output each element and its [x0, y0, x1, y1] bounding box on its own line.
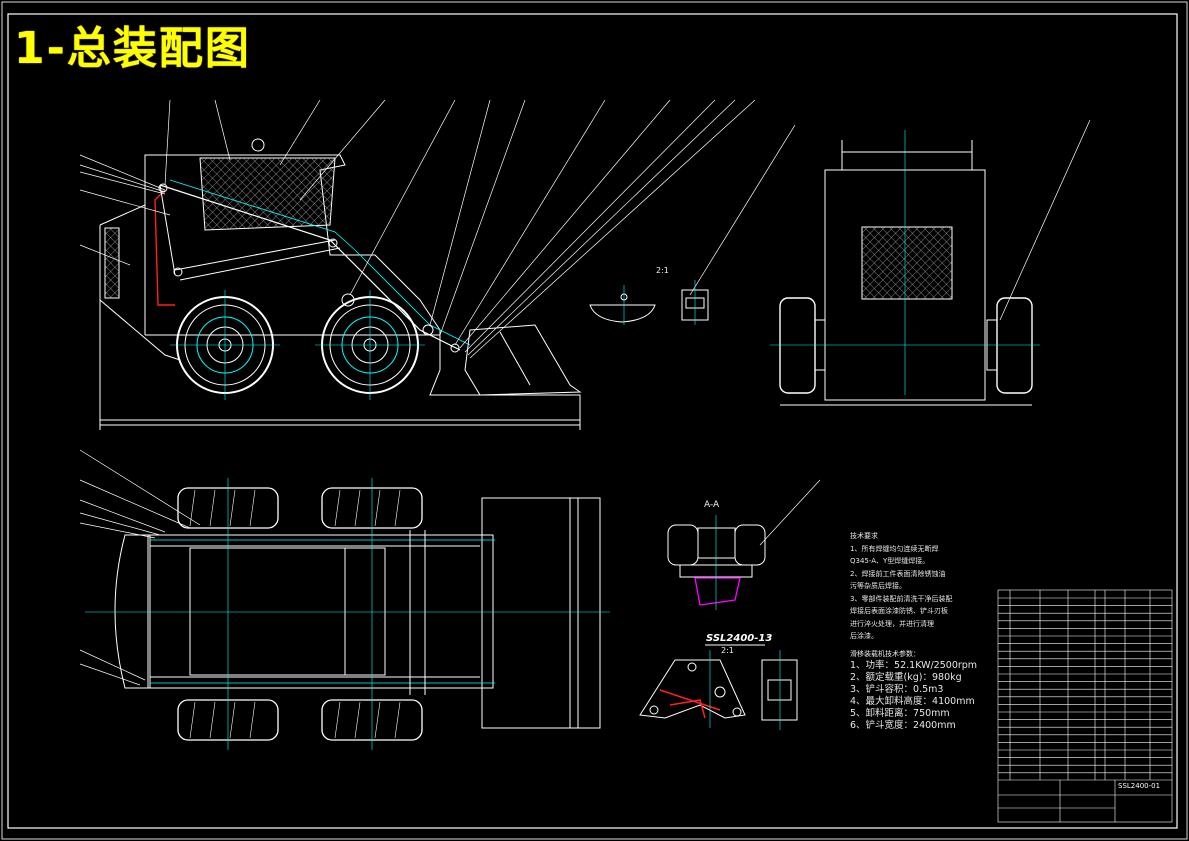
specs-heading: 滑移装载机技术参数： [850, 650, 920, 658]
note-line: 进行淬火处理，并进行清理 [850, 619, 934, 628]
scale-label: 2:1 [721, 646, 734, 655]
drawing-number: SSL2400-01 [1118, 782, 1161, 790]
inner-frame [7, 13, 1178, 829]
section-label: A-A [704, 500, 720, 510]
cab-grille [199, 157, 336, 231]
spec-line: 2、额定载重(kg)：980kg [850, 672, 962, 683]
part-number-label: SSL2400-13 [706, 633, 773, 644]
note-line: 2、焊接前工件表面清除锈蚀油 [850, 569, 946, 578]
technical-notes: 技术要求 1、所有焊缝均匀连续无断焊 Q345-A、Y型焊缝焊接。 2、焊接前工… [850, 530, 990, 643]
part-detail [639, 644, 798, 730]
spec-line: 3、铲斗容积：0.5m3 [850, 684, 944, 695]
note-line: Q345-A、Y型焊缝焊接。 [850, 557, 930, 565]
note-line: 1、所有焊缝均匀连续无断焊 [850, 544, 939, 553]
front-view [770, 119, 1091, 406]
notes-heading: 技术要求 [850, 532, 878, 540]
top-view [79, 449, 610, 750]
spec-line: 1、功率：52.1KW/2500rpm [850, 660, 978, 671]
scale-label: 2:1 [656, 266, 669, 275]
note-line: 后涂漆。 [850, 632, 878, 640]
side-view [79, 99, 796, 430]
note-line: 污等杂质后焊接。 [850, 582, 906, 590]
page-title: 1-总装配图 [14, 23, 251, 74]
note-line: 3、零部件装配前清洗干净后装配 [850, 594, 953, 603]
note-line: 焊接后表面涂漆防锈、铲斗刃板 [850, 607, 948, 615]
parts-list-table [997, 589, 1173, 823]
spec-line: 4、最大卸料高度：4100mm [850, 696, 975, 707]
leader-lines [79, 99, 796, 359]
detail-view-top [589, 280, 709, 325]
technical-specs: 滑移装载机技术参数： 1、功率：52.1KW/2500rpm 2、额定载重(kg… [850, 648, 1010, 732]
spec-line: 6、铲斗宽度：2400mm [850, 720, 956, 731]
spec-line: 5、卸料距离：750mm [850, 708, 950, 719]
section-a-a [667, 479, 821, 610]
